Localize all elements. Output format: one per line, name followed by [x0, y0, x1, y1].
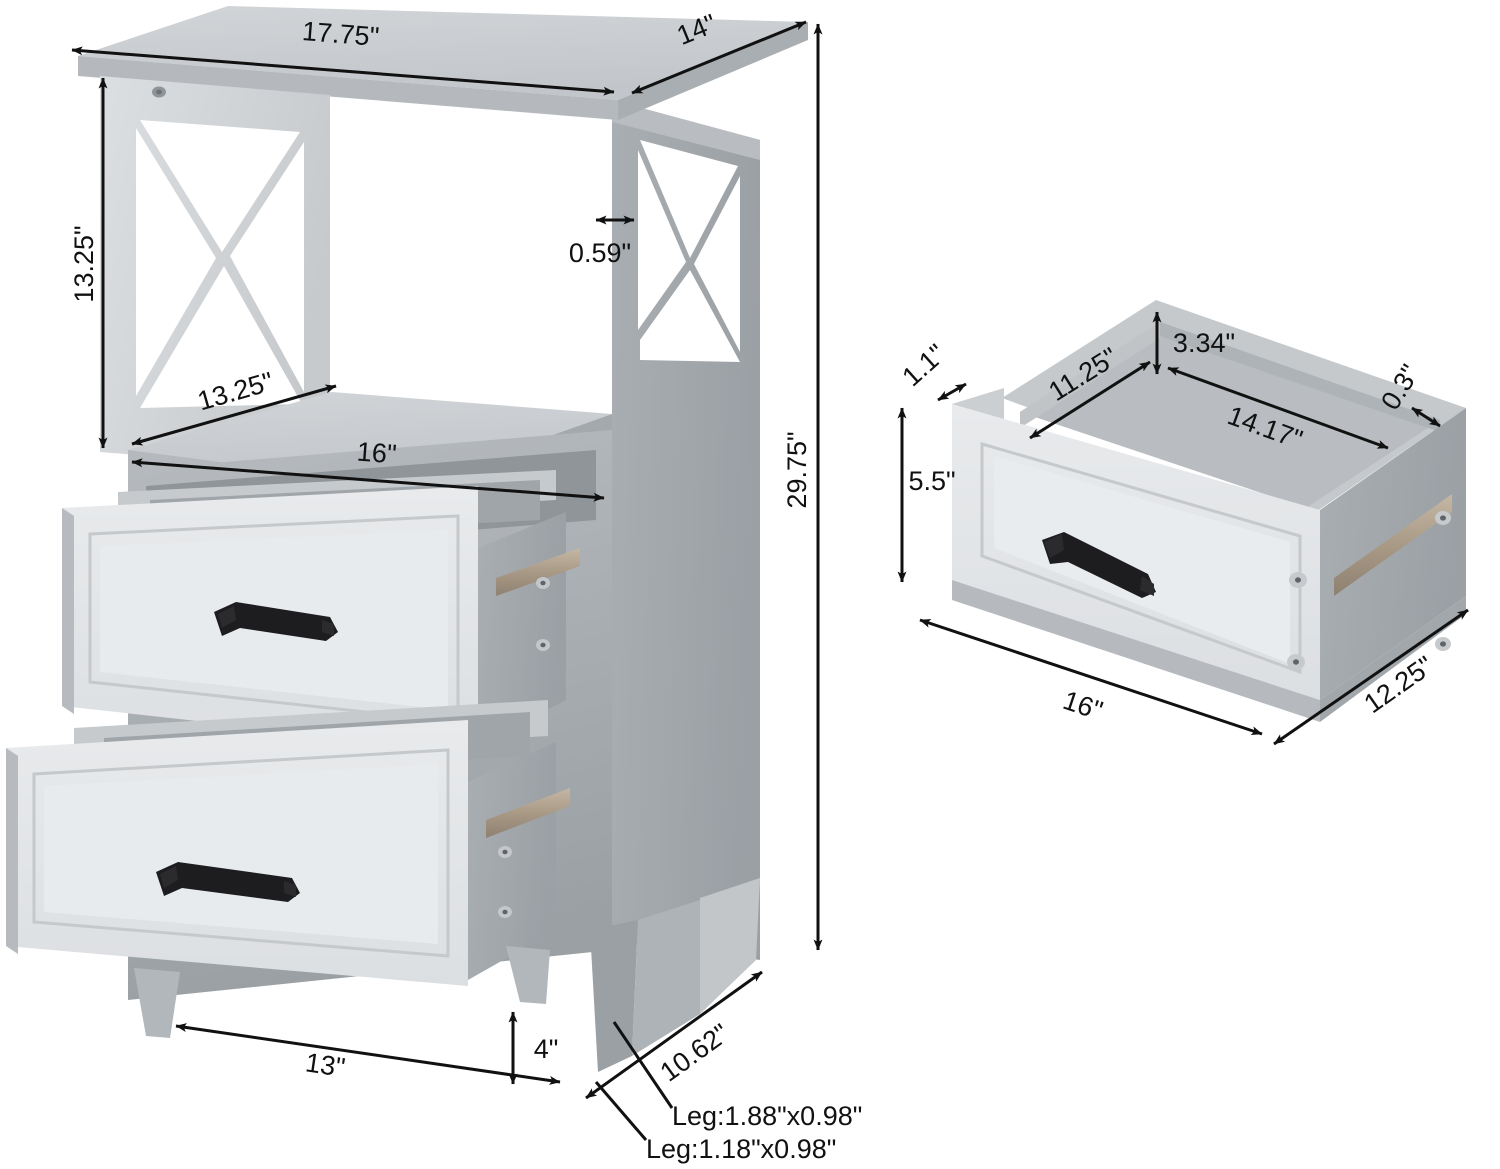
dimlabel-total-height: 29.75"	[782, 431, 812, 508]
left-panel-x-opening-right	[230, 142, 304, 392]
detail-rail-screw-center-icon	[1440, 515, 1446, 521]
lower-drawer-front-panel	[44, 764, 438, 944]
right-side-panel-top-edge	[612, 100, 760, 160]
upper-drawer-handle[interactable]	[214, 602, 338, 641]
dimlabel-post-thickness: 0.59"	[569, 238, 631, 268]
leader-leg-rear	[594, 1081, 648, 1141]
detail-rail-screw-center-icon-2	[1440, 641, 1446, 647]
drawer-detail-slide-rail	[1334, 494, 1452, 596]
left-panel-x-opening-top	[140, 120, 300, 252]
dimlabel-drawer-inner-height: 3.34"	[1173, 328, 1235, 358]
lower-drawer-slide-rail	[486, 788, 570, 838]
left-panel-x-opening-left	[136, 128, 216, 396]
screw-hole-center-icon	[156, 89, 162, 95]
lower-drawer-front-bevel	[32, 748, 450, 958]
leader-leg-front	[612, 1021, 674, 1109]
dimline-shelf-depth	[131, 384, 337, 446]
rail-screw-center-icon-2	[540, 642, 546, 648]
drawer-detail-view: 1.1" 5.5" 3.34" 11.25" 14.17" 0.3" 16" 1…	[896, 300, 1469, 746]
rail-screw-center-icon-4	[502, 909, 508, 915]
lower-drawer-right-side	[468, 742, 556, 980]
right-panel-x-opening-bottom	[640, 270, 740, 362]
detail-front-screw-center-icon	[1295, 577, 1301, 583]
lower-drawer-front-left-edge	[6, 748, 18, 954]
rail-screw-center-icon	[540, 580, 546, 586]
drawer-detail-handle[interactable]	[1042, 532, 1156, 598]
right-panel-x-opening-top	[640, 140, 738, 258]
rail-screw-center-icon-3	[502, 849, 508, 855]
detail-front-screw-center-icon-2	[1293, 659, 1299, 665]
dimline-top-width	[71, 46, 615, 96]
left-panel-x-opening-bottom	[140, 266, 302, 408]
lower-drawer[interactable]	[6, 700, 570, 986]
dimlabel-open-height: 13.25"	[69, 225, 99, 302]
front-left-leg	[134, 968, 180, 1038]
dimline-base-width	[175, 1023, 561, 1085]
dimline-top-depth	[631, 20, 807, 95]
dimline-drawer-wall	[1411, 406, 1441, 428]
dimlabel-top-width: 17.75"	[301, 16, 380, 52]
dimline-shelf-width	[131, 458, 605, 502]
drawer-front-panel	[994, 456, 1290, 664]
main-table-view: 17.75" 14" 0.59" 13.25" 13.25" 16" 29.75…	[6, 6, 862, 1164]
right-panel-x-opening-right	[694, 176, 740, 352]
dimlabel-base-width: 13"	[304, 1047, 347, 1082]
right-panel-x-opening-left	[638, 150, 686, 330]
dimline-drawer-depth	[1273, 608, 1469, 746]
dimline-drawer-lip	[937, 382, 967, 402]
dimlabel-shelf-width: 16"	[356, 437, 398, 470]
dimlabel-leg-height: 4"	[534, 1034, 559, 1064]
dimline-drawer-width	[919, 618, 1263, 736]
upper-drawer-front-left-edge	[62, 508, 74, 714]
lower-drawer-handle[interactable]	[156, 862, 300, 902]
dimlabel-drawer-front-height: 5.5"	[908, 466, 955, 496]
dimline-drawer-inner-length	[1167, 366, 1389, 450]
dimline-base-depth	[585, 970, 763, 1100]
upper-drawer-slide-rail	[496, 548, 580, 596]
dimline-drawer-inner-side	[1029, 360, 1151, 440]
dimlabel-leg-front: Leg:1.88"x0.98"	[672, 1101, 862, 1131]
dimlabel-leg-rear: Leg:1.18"x0.98"	[646, 1134, 836, 1164]
front-right-leg	[506, 946, 550, 1004]
